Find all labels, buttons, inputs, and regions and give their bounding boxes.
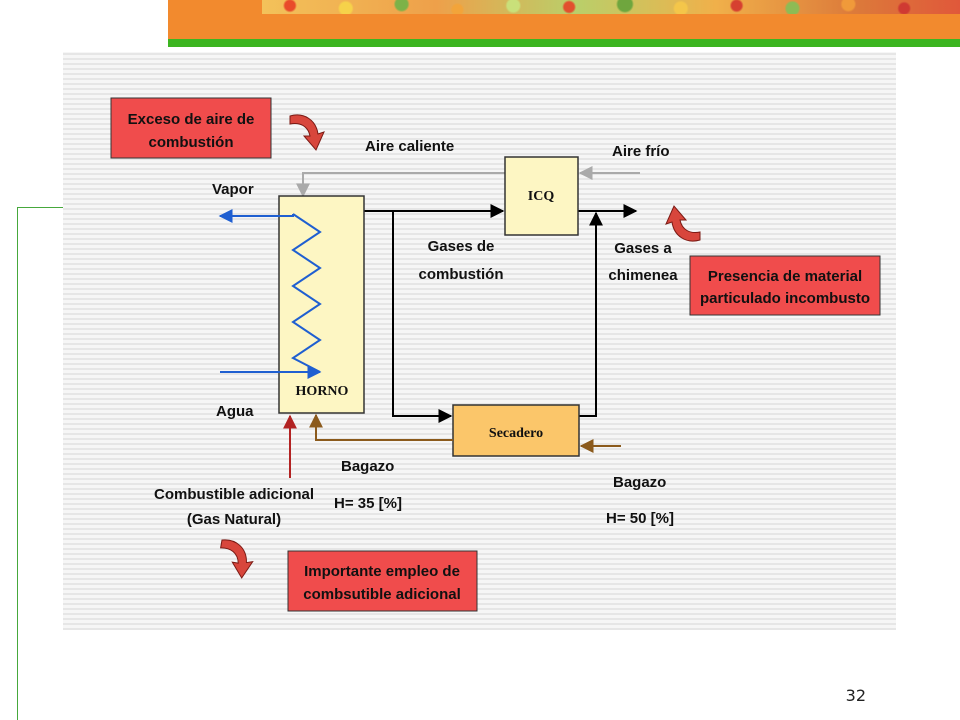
flue-gas-label-line2: combustión bbox=[419, 266, 504, 283]
hot-air-label: Aire caliente bbox=[365, 138, 454, 155]
stack-gas-label-line2: chimenea bbox=[608, 267, 678, 284]
callout-extra-fuel-use: Importante empleo de combsutible adicion… bbox=[287, 550, 478, 612]
callout-particulate: Presencia de material particulado incomb… bbox=[689, 255, 881, 316]
steam-label: Vapor bbox=[212, 181, 254, 198]
header-floral-image bbox=[262, 0, 960, 14]
steam-line bbox=[218, 209, 294, 223]
heat-exchanger-unit: ICQ bbox=[504, 156, 579, 236]
callout-excess-air-line1: Exceso de aire de bbox=[128, 111, 255, 128]
callout-excess-air: Exceso de aire de combustión bbox=[110, 97, 272, 159]
flue-gas-to-dryer-line bbox=[392, 211, 453, 423]
callout-extra-fuel-use-line1: Importante empleo de bbox=[304, 563, 460, 580]
slide-frame-line-horizontal bbox=[17, 207, 65, 208]
dry-bagasse-label: Bagazo bbox=[341, 458, 394, 475]
extra-fuel-label-line2: (Gas Natural) bbox=[187, 511, 281, 528]
header-green-band bbox=[168, 39, 960, 47]
furnace-label: HORNO bbox=[296, 384, 349, 399]
dryer-label: Secadero bbox=[489, 426, 543, 441]
dryer-unit: Secadero bbox=[452, 404, 580, 457]
hot-air-line bbox=[296, 172, 505, 198]
heat-exchanger-label: ICQ bbox=[528, 189, 555, 204]
extra-fuel-label-line1: Combustible adicional bbox=[154, 486, 314, 503]
slide-number: 32 bbox=[845, 686, 866, 705]
dry-bagasse-line bbox=[309, 413, 453, 441]
stack-gas-label-line1: Gases a bbox=[614, 240, 672, 257]
dry-bagasse-humidity: H= 35 [%] bbox=[334, 495, 402, 512]
water-label: Agua bbox=[216, 403, 254, 420]
slide-frame-line-vertical bbox=[17, 207, 18, 720]
callout-particulate-line2: particulado incombusto bbox=[700, 290, 870, 307]
dryer-exhaust-line bbox=[579, 211, 603, 417]
wet-bagasse-label: Bagazo bbox=[613, 474, 666, 491]
callout-excess-air-line2: combustión bbox=[149, 134, 234, 151]
cold-air-label: Aire frío bbox=[612, 143, 670, 160]
flue-gas-label-line1: Gases de bbox=[428, 238, 495, 255]
wet-bagasse-humidity: H= 50 [%] bbox=[606, 510, 674, 527]
callout-particulate-line1: Presencia de material bbox=[708, 268, 862, 285]
furnace-unit: HORNO bbox=[278, 195, 365, 414]
heating-coil bbox=[291, 213, 322, 373]
callout-extra-fuel-use-line2: combsutible adicional bbox=[303, 586, 461, 603]
